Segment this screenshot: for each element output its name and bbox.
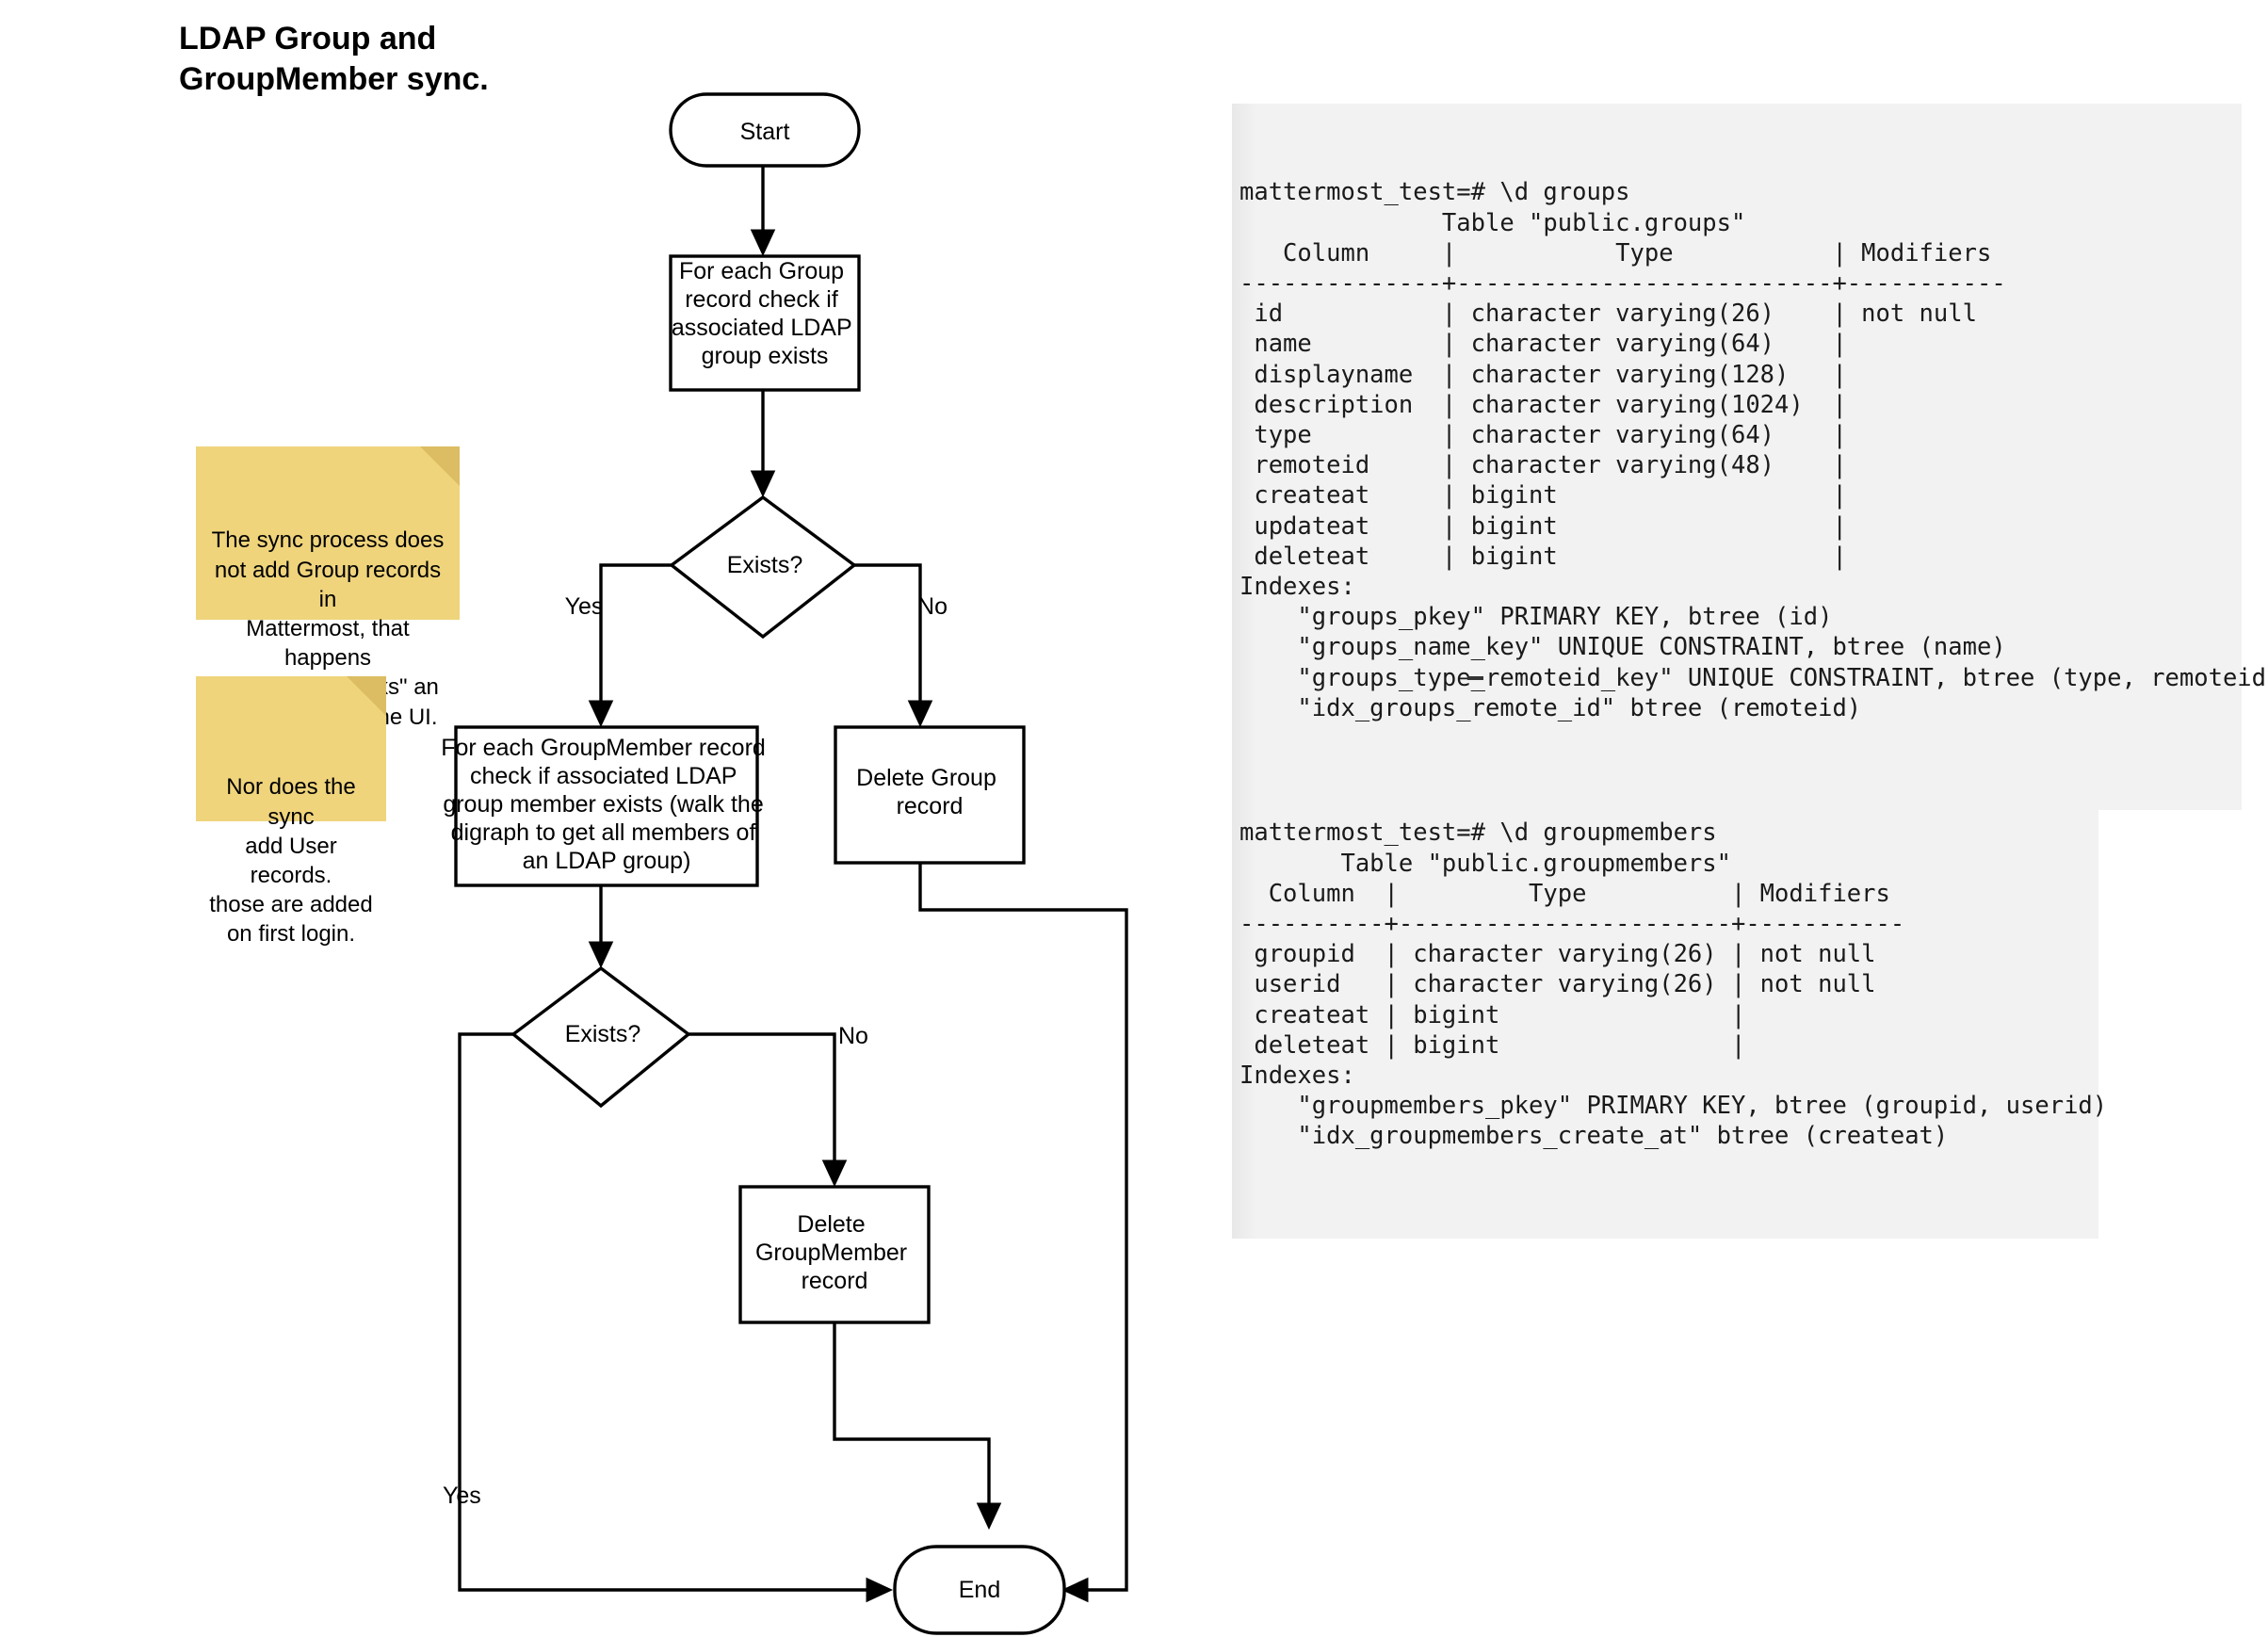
edge-exists-group-yes bbox=[588, 563, 672, 728]
node-check-group[interactable] bbox=[669, 254, 861, 392]
terminal-cursor bbox=[1467, 676, 1483, 680]
edge-label-member-no: No bbox=[838, 1023, 868, 1049]
node-delete-groupmember[interactable] bbox=[738, 1185, 931, 1324]
sticky-note-group-sync: The sync process does not add Group reco… bbox=[196, 446, 460, 730]
terminal-output-groupmembers-text: mattermost_test=# \d groupmembers Table … bbox=[1239, 818, 2108, 1151]
edge-exists-group-no bbox=[854, 563, 933, 728]
folded-corner-icon bbox=[347, 676, 386, 716]
node-check-group-label: For each Group record check if associate… bbox=[672, 258, 858, 369]
edge-label-member-yes: Yes bbox=[443, 1483, 481, 1509]
sticky-note-group-sync-text: The sync process does not add Group reco… bbox=[211, 527, 445, 730]
terminal-output-groups: mattermost_test=# \d groups Table "publi… bbox=[1232, 104, 2268, 811]
edge-delete-member-to-end bbox=[833, 1322, 1002, 1531]
edge-label-group-yes: Yes bbox=[565, 593, 604, 620]
edge-label-group-no: No bbox=[917, 593, 948, 620]
terminal-output-groups-text: mattermost_test=# \d groups Table "publi… bbox=[1239, 178, 2268, 722]
node-exists-group[interactable] bbox=[669, 494, 857, 640]
page-title: LDAP Group and GroupMember sync. bbox=[179, 21, 489, 97]
folded-corner-icon bbox=[420, 446, 460, 486]
node-check-groupmember-label: For each GroupMember record check if ass… bbox=[441, 735, 772, 874]
terminal-output-groupmembers: mattermost_test=# \d groupmembers Table … bbox=[1232, 744, 2108, 1240]
node-exists-group-label: Exists? bbox=[727, 552, 803, 578]
node-start-label: Start bbox=[740, 119, 790, 145]
edge-exists-member-no bbox=[688, 1032, 848, 1188]
sticky-note-user-sync-text: Nor does the sync add User records. thos… bbox=[209, 774, 373, 948]
node-start[interactable] bbox=[669, 92, 861, 168]
node-delete-group-label: Delete Group record bbox=[856, 765, 1003, 819]
edge-exists-member-yes bbox=[458, 1032, 894, 1603]
node-delete-groupmember-label: Delete GroupMember record bbox=[755, 1211, 914, 1294]
node-exists-groupmember-label: Exists? bbox=[565, 1021, 641, 1047]
node-check-groupmember[interactable] bbox=[454, 725, 759, 887]
node-end-label: End bbox=[959, 1577, 1000, 1603]
edge-delete-group-to-end bbox=[918, 863, 1128, 1603]
node-exists-groupmember[interactable] bbox=[510, 965, 691, 1109]
node-delete-group[interactable] bbox=[834, 725, 1026, 865]
node-end[interactable] bbox=[893, 1545, 1066, 1635]
sticky-note-user-sync: Nor does the sync add User records. thos… bbox=[196, 676, 386, 947]
